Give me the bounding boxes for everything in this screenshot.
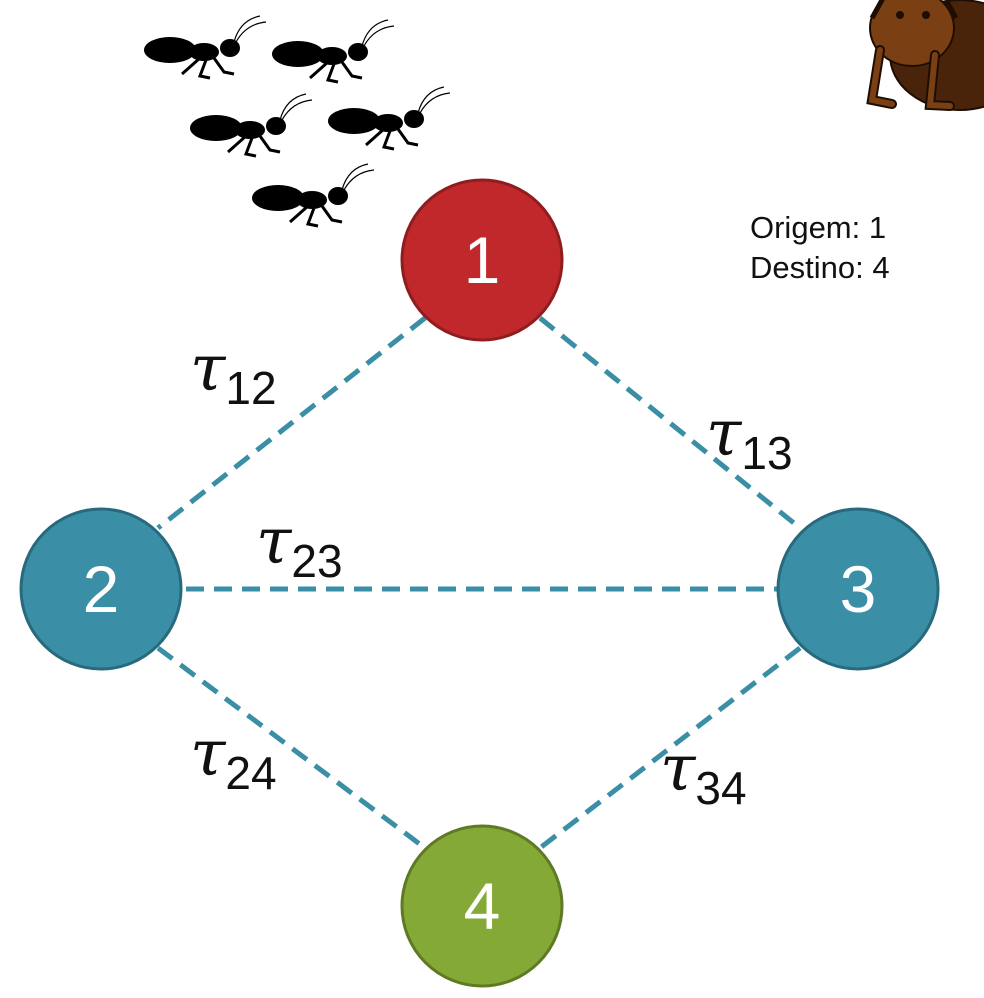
ant-icon xyxy=(270,18,396,84)
edge-label-24: τ24 xyxy=(190,717,277,799)
node-1: 1 xyxy=(400,178,564,342)
edge-label-13: τ13 xyxy=(706,397,793,479)
node-1-label: 1 xyxy=(464,223,501,297)
edge-1-3 xyxy=(538,316,802,530)
edge-label-34: τ34 xyxy=(660,732,747,814)
ant-icon xyxy=(250,162,376,228)
node-2-label: 2 xyxy=(83,552,120,626)
origin-text: Origem: 1 xyxy=(750,210,887,245)
destination-text: Destino: 4 xyxy=(750,250,890,285)
big-ant-icon xyxy=(866,0,984,111)
node-2: 2 xyxy=(19,507,183,671)
ant-icon xyxy=(142,14,268,80)
node-3-label: 3 xyxy=(840,552,877,626)
node-3: 3 xyxy=(776,507,940,671)
ant-icon xyxy=(188,92,314,158)
edges xyxy=(156,316,802,851)
ant-icon xyxy=(326,85,452,151)
edge-1-2 xyxy=(156,316,427,530)
edge-label-23: τ23 xyxy=(256,505,343,587)
node-4: 4 xyxy=(400,824,564,988)
edge-label-12: τ12 xyxy=(190,332,277,414)
route-info: Origem: 1 Destino: 4 xyxy=(750,208,890,288)
node-4-label: 4 xyxy=(464,869,501,943)
